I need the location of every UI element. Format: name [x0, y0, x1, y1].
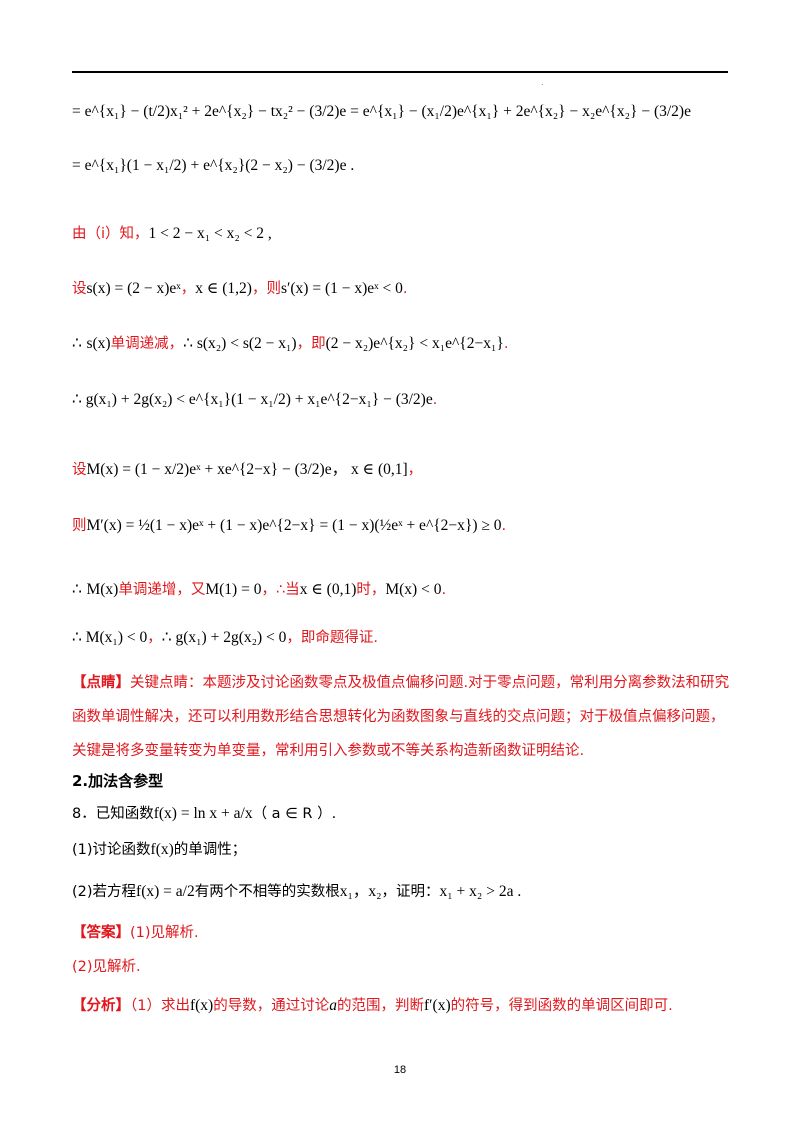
step-5: 设M(x) = (1 − x/2)eˣ + xe^{2−x} − (3/2)e，… — [72, 462, 422, 478]
step-3-text-a: 单调递减， — [110, 336, 184, 352]
step-8-text-a: ， — [147, 630, 162, 646]
problem-function: f(x) = ln x + a/x — [153, 805, 253, 822]
step-6-end: . — [501, 518, 507, 534]
step-3-math-c: (2 − x₂)e^{x₂} < x₁e^{2−x₁} — [325, 335, 504, 352]
analysis-math-1: f(x) — [189, 997, 214, 1014]
analysis-text-1: （1）求出 — [130, 998, 190, 1014]
derivation-line-1: = e^{x₁} − (t/2)x₁² + 2e^{x₂} − tx₂² − (… — [72, 103, 691, 120]
step-7-therefore: ∴ — [72, 581, 82, 598]
analysis-text-3: 的范围，判断 — [336, 998, 424, 1014]
step-7-math-a: M(x) — [86, 581, 119, 598]
problem-part-1-b: 的单调性； — [173, 842, 247, 858]
step-2-sep: ， — [180, 281, 196, 297]
step-3-math-a: s(x) — [86, 335, 111, 352]
problem-part-2-a: (2)若方程 — [72, 884, 137, 900]
answer-part-2: (2)见解析. — [72, 959, 141, 975]
step-3: ∴ s(x)单调递减，∴ s(x₂) < s(2 − x₁)，即(2 − x₂)… — [72, 336, 508, 352]
step-5-end: ， — [407, 462, 423, 478]
problem-part-1-a: (1)讨论函数 — [72, 842, 151, 858]
step-2-end: . — [402, 281, 408, 297]
problem-stem: 8．已知函数f(x) = ln x + a/x（ a ∈ R ）. — [72, 806, 336, 822]
analysis-text-4: 的符号，得到函数的单调区间即可. — [450, 998, 673, 1014]
step-7: ∴ M(x)单调递增，又M(1) = 0，∴当x ∈ (0,1)时，M(x) <… — [72, 582, 446, 598]
step-7-math-d: M(x) < 0 — [385, 581, 442, 598]
step-3-end: . — [503, 336, 509, 352]
step-2: 设s(x) = (2 − x)eˣ，x ∈ (1,2)，则s′(x) = (1 … — [72, 281, 407, 297]
step-8-math-a: ∴ M(x₁) < 0 — [72, 629, 148, 646]
problem-part-1-math: f(x) — [150, 841, 174, 858]
step-7-end: . — [441, 582, 447, 598]
problem-part-2-goal: x₁ + x₂ > 2a . — [439, 883, 522, 900]
step-3-therefore: ∴ — [72, 335, 82, 352]
step-7-text-b: ，∴当 — [261, 582, 300, 598]
step-5-math-b: ， x ∈ (0,1] — [331, 461, 408, 478]
answer-part-1: (1)见解析. — [130, 925, 199, 941]
answer-line-1: 【答案】(1)见解析. — [72, 926, 199, 941]
step-2-math-b: x ∈ (1,2) — [195, 280, 252, 297]
step-6-text: 则 — [72, 518, 87, 534]
step-1-text: 由（i）知， — [72, 226, 149, 242]
step-4-math: ∴ g(x₁) + 2g(x₂) < e^{x₁}(1 − x₁/2) + x₁… — [72, 391, 433, 408]
step-2-text-a: 设 — [72, 281, 87, 297]
step-1: 由（i）知，1 < 2 − x₁ < x₂ < 2 , — [72, 226, 272, 242]
analysis-math-3: f′(x) — [423, 997, 451, 1014]
step-6-math: M′(x) = ½(1 − x)eˣ + (1 − x)e^{2−x} = (1… — [86, 517, 502, 534]
analysis-label: 【分析】 — [72, 998, 130, 1014]
step-7-text-c: 时， — [356, 582, 386, 598]
answer-label: 【答案】 — [72, 925, 130, 941]
derivation-line-2: = e^{x₁}(1 − x₁/2) + e^{x₂}(2 − x₂) − (3… — [72, 157, 355, 174]
step-8-text-b: ，即命题得证. — [286, 630, 379, 646]
step-2-math-a: s(x) = (2 − x)eˣ — [86, 280, 181, 297]
step-8: ∴ M(x₁) < 0，∴ g(x₁) + 2g(x₂) < 0，即命题得证. — [72, 630, 378, 646]
step-8-math-b: ∴ g(x₁) + 2g(x₂) < 0 — [161, 629, 287, 646]
step-3-math-b: ∴ s(x₂) < s(2 − x₁) — [183, 335, 297, 352]
comment-label: 【点睛】 — [72, 675, 130, 691]
problem-part-2-roots: x₁，x₂ — [339, 883, 382, 900]
step-6: 则M′(x) = ½(1 − x)eˣ + (1 − x)e^{2−x} = (… — [72, 518, 506, 534]
step-2-math-c: s′(x) = (1 − x)eˣ < 0 — [280, 280, 403, 297]
page-number: 18 — [393, 1064, 407, 1076]
comment-text: 关键点睛：本题涉及讨论函数零点及极值点偏移问题.对于零点问题，常利用分离参数法和… — [72, 675, 730, 759]
step-5-text: 设 — [72, 462, 87, 478]
step-4-end: . — [432, 392, 438, 408]
problem-part-2-c: ，证明： — [381, 884, 440, 900]
comment-paragraph: 【点睛】关键点睛：本题涉及讨论函数零点及极值点偏移问题.对于零点问题，常利用分离… — [72, 666, 732, 768]
problem-condition: （ a ∈ R ）. — [252, 806, 337, 822]
header-mark: . — [541, 78, 544, 87]
analysis-math-2: a — [329, 997, 337, 1014]
analysis-text-2: 的导数，通过讨论 — [213, 998, 330, 1014]
step-4: ∴ g(x₁) + 2g(x₂) < e^{x₁}(1 − x₁/2) + x₁… — [72, 392, 437, 408]
problem-part-2: (2)若方程f(x) = a/2有两个不相等的实数根x₁，x₂，证明：x₁ + … — [72, 884, 521, 900]
step-1-math: 1 < 2 − x₁ < x₂ < 2 , — [148, 225, 272, 242]
problem-part-2-math: f(x) = a/2 — [136, 883, 195, 900]
problem-stem-prefix: 8．已知函数 — [72, 806, 154, 822]
step-7-math-c: x ∈ (0,1) — [299, 581, 357, 598]
problem-part-2-b: 有两个不相等的实数根 — [194, 884, 340, 900]
analysis-line: 【分析】（1）求出f(x)的导数，通过讨论a的范围，判断f′(x)的符号，得到函… — [72, 998, 673, 1014]
step-7-math-b: M(1) = 0 — [205, 581, 262, 598]
header-rule — [72, 71, 728, 73]
problem-part-1: (1)讨论函数f(x)的单调性； — [72, 842, 246, 858]
step-3-text-b: ，即 — [296, 336, 326, 352]
step-7-text-a: 单调递增，又 — [118, 582, 206, 598]
step-5-math-a: M(x) = (1 − x/2)eˣ + xe^{2−x} − (3/2)e — [86, 461, 332, 478]
section-heading: 2.加法含参型 — [72, 772, 164, 790]
step-2-text-b: ，则 — [251, 281, 281, 297]
